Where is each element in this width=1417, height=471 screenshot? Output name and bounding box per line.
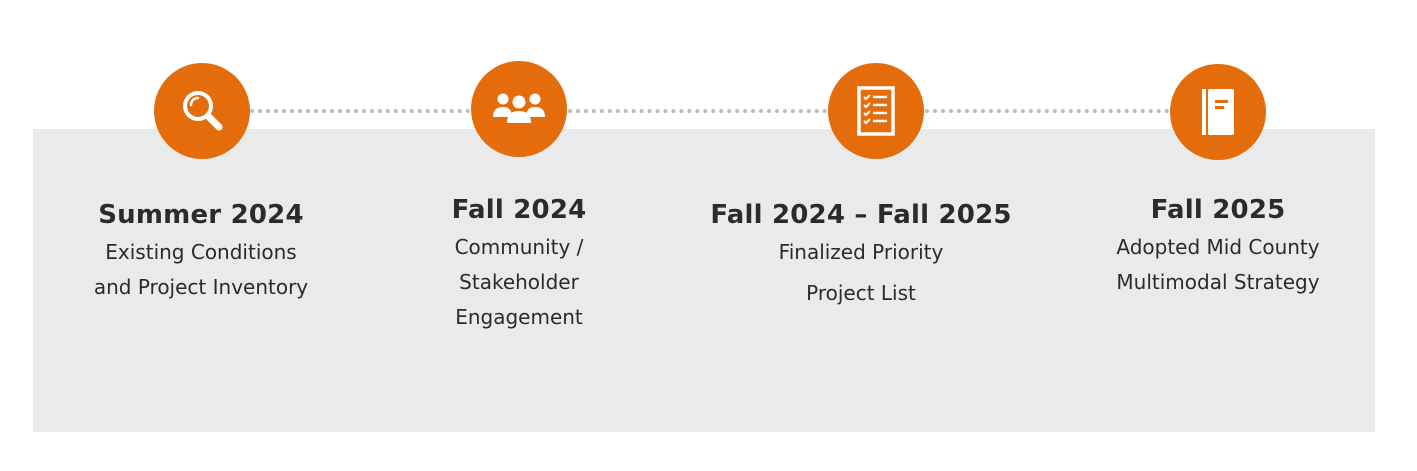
checklist-icon xyxy=(857,86,895,136)
timeline-connector xyxy=(925,109,1169,113)
step-2-desc-line-1: Community / xyxy=(454,235,584,259)
people-group-icon xyxy=(493,93,545,123)
step-1-desc-line-2: and Project Inventory xyxy=(93,275,309,299)
timeline-panel xyxy=(33,129,1375,432)
step-2-desc-line-2: Stakeholder xyxy=(459,270,579,294)
step-2-text: Fall 2024 Community / Stakeholder Engage… xyxy=(349,195,689,329)
timeline-connector xyxy=(250,109,470,113)
step-4-title: Fall 2025 xyxy=(1150,195,1286,225)
magnifying-glass-icon xyxy=(183,91,223,131)
step-2-title: Fall 2024 xyxy=(451,195,587,225)
step-3-text: Fall 2024 – Fall 2025 Finalized Priority… xyxy=(691,200,1031,305)
step-3-icon-circle xyxy=(828,63,924,159)
step-1-icon-circle xyxy=(154,63,250,159)
step-1-desc-line-1: Existing Conditions xyxy=(105,240,297,264)
step-3-desc-line-1: Finalized Priority xyxy=(778,240,944,264)
step-4-desc-line-2: Multimodal Strategy xyxy=(1116,270,1320,294)
step-4-icon-circle xyxy=(1170,64,1266,160)
step-1-text: Summer 2024 Existing Conditions and Proj… xyxy=(31,200,371,299)
notebook-icon xyxy=(1202,89,1234,135)
step-3-desc-line-2: Project List xyxy=(806,281,916,305)
step-4-desc-line-1: Adopted Mid County xyxy=(1116,235,1320,259)
step-3-title: Fall 2024 – Fall 2025 xyxy=(710,200,1012,230)
step-4-text: Fall 2025 Adopted Mid County Multimodal … xyxy=(1048,195,1388,294)
step-2-desc-line-3: Engagement xyxy=(455,305,583,329)
step-1-title: Summer 2024 xyxy=(98,200,304,230)
step-2-icon-circle xyxy=(471,61,567,157)
timeline-connector xyxy=(568,109,827,113)
